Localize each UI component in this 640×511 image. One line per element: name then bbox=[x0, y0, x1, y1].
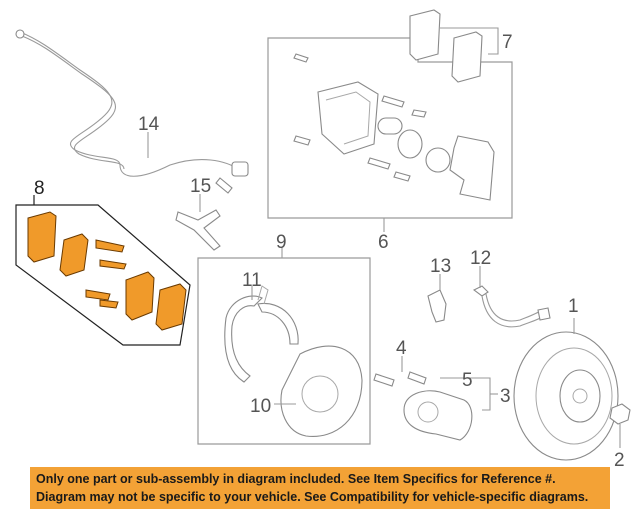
dust-shield bbox=[274, 345, 363, 438]
callout-7: 7 bbox=[502, 32, 513, 53]
brake-pad-set-highlighted bbox=[27, 211, 187, 331]
hub-nut bbox=[609, 403, 631, 448]
callout-6: 6 bbox=[378, 232, 389, 253]
callout-4: 4 bbox=[396, 338, 407, 359]
brake-hose bbox=[472, 266, 551, 328]
callout-15: 15 bbox=[190, 176, 211, 197]
small-bracket bbox=[427, 274, 447, 323]
callout-8: 8 bbox=[34, 178, 45, 199]
disclaimer-line-1: Only one part or sub-assembly in diagram… bbox=[36, 472, 556, 486]
callout-14: 14 bbox=[138, 114, 160, 135]
caliper-assembly bbox=[293, 53, 495, 201]
callout-11: 11 bbox=[242, 270, 262, 291]
callout-10: 10 bbox=[250, 396, 271, 417]
abs-sensor-harness bbox=[15, 29, 249, 194]
brake-pads-front bbox=[409, 9, 499, 83]
callout-13: 13 bbox=[430, 256, 451, 277]
callout-9: 9 bbox=[276, 232, 287, 253]
callout-3: 3 bbox=[500, 386, 511, 407]
parking-brake-shoes bbox=[224, 285, 299, 383]
parking-brake-frame bbox=[197, 248, 371, 445]
callout-12: 12 bbox=[470, 248, 491, 269]
callout-5: 5 bbox=[462, 370, 473, 391]
hub-bearing-assembly bbox=[403, 371, 498, 441]
sensor-bracket bbox=[175, 194, 221, 251]
callout-1: 1 bbox=[568, 296, 579, 317]
brake-pad-set-frame bbox=[15, 195, 191, 346]
disclaimer-line-2: Diagram may not be specific to your vehi… bbox=[36, 490, 589, 504]
disclaimer-banner: Only one part or sub-assembly in diagram… bbox=[30, 467, 610, 509]
wheel-bolt bbox=[373, 356, 403, 387]
brake-rotor bbox=[513, 318, 619, 461]
callout-2: 2 bbox=[614, 450, 625, 471]
